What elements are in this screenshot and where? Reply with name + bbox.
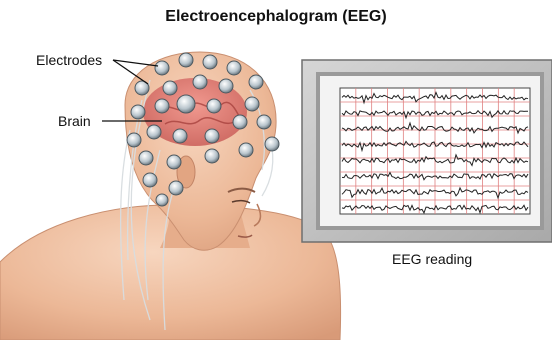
electrodes-label: Electrodes xyxy=(36,52,102,68)
brain-label: Brain xyxy=(58,113,91,129)
eeg-reading-label: EEG reading xyxy=(392,251,472,267)
page-title: Electroencephalogram (EEG) xyxy=(0,8,552,26)
